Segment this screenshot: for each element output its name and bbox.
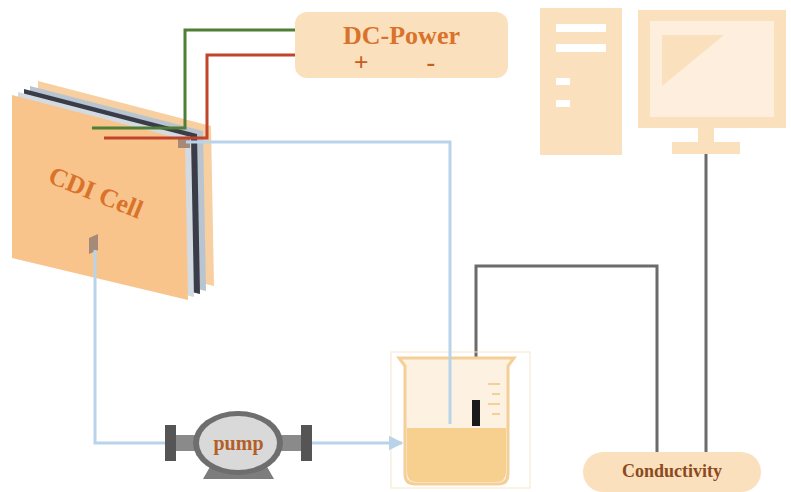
power-supply-box: DC-Power+- (295, 12, 508, 78)
beaker (391, 352, 530, 488)
terminal-row: +- (354, 49, 436, 78)
device-label: DC-Power (343, 22, 460, 51)
conductivity-meter: Conductivity (583, 452, 761, 492)
terminal-sign: + (354, 49, 369, 78)
inlet-port (89, 234, 98, 254)
computer-tower (540, 8, 622, 155)
node-label: CDI Cell (44, 161, 146, 225)
signal-wire (476, 154, 706, 452)
electrode-plate (12, 95, 188, 300)
conductivity-probe (472, 400, 480, 426)
water-tube (186, 142, 450, 443)
pump: pump (165, 407, 312, 479)
cdi-cell: CDI Cell (10, 78, 220, 308)
node-label: pump (213, 432, 263, 454)
computer-monitor (638, 10, 786, 154)
terminal-sign: - (427, 49, 436, 78)
node-label: Conductivity (622, 462, 722, 482)
outlet-port (178, 136, 190, 148)
